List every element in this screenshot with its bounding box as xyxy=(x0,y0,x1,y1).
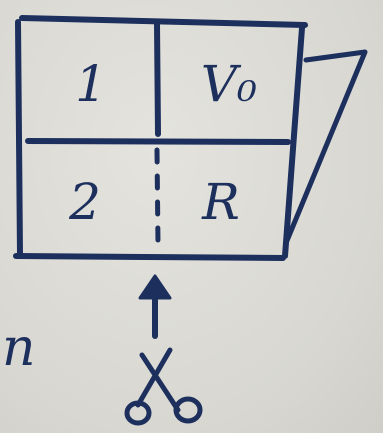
cell-label-top-left: 1 xyxy=(75,55,107,113)
cell-label-bottom-left: 2 xyxy=(69,173,101,231)
scissors-icon xyxy=(124,347,203,426)
margin-note: n xyxy=(2,318,36,378)
column-divider-solid xyxy=(154,21,161,137)
box-outline xyxy=(13,15,308,261)
side-flap xyxy=(283,49,368,246)
cell-label-top-right: V₀ xyxy=(200,55,258,113)
row-divider xyxy=(25,138,291,145)
cell-label-bottom-right: R xyxy=(202,173,240,231)
cut-line-dashed xyxy=(154,147,161,248)
up-arrow-icon xyxy=(138,274,172,339)
